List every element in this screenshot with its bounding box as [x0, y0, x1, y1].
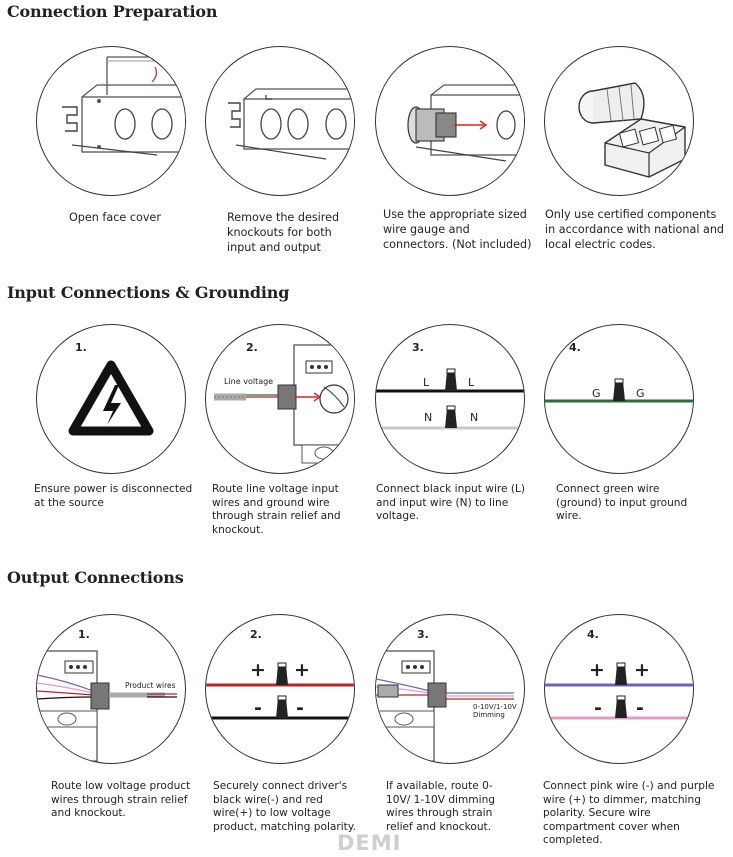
knockouts-illustration	[205, 46, 355, 196]
caption-remove-knockouts: Remove the desired knockouts for both in…	[227, 211, 340, 254]
step-number: 4.	[587, 628, 599, 641]
caption-certified-components: Only use certified components in accorda…	[545, 208, 725, 251]
step-number: 2.	[250, 628, 262, 641]
minus-sign-right: -	[296, 697, 304, 719]
minus-sign-left: -	[254, 697, 262, 719]
step-number: 1.	[75, 341, 87, 354]
plus-sign-left: +	[250, 659, 266, 681]
minus-sign-left: -	[594, 697, 602, 719]
step-number: 4.	[569, 341, 581, 354]
wire-nut-icon	[445, 405, 457, 428]
input-step-4-illustration: 4. G G	[544, 324, 694, 474]
wire-nut-icon	[615, 695, 627, 718]
wire-label-n-right: N	[470, 411, 479, 424]
input-step-3-illustration: 3. L L N N	[375, 324, 525, 474]
wire-label-n-left: N	[424, 411, 433, 424]
step-number: 2.	[246, 341, 258, 354]
open-cover-illustration	[36, 46, 186, 196]
caption-wire-gauge: Use the appropriate sized wire gauge and…	[383, 208, 532, 251]
lightning-icon	[103, 385, 121, 425]
caption-connect-green-ground: Connect green wire (ground) to input gro…	[556, 483, 688, 522]
input-step-2-illustration: 2. Line voltage	[205, 324, 355, 474]
caption-connect-dimmer: Connect pink wire (-) and purple wire (+…	[543, 780, 715, 846]
step-number: 3.	[417, 628, 429, 641]
caption-route-dimming-wires: If available, route 0-10V/ 1-10V dimming…	[386, 780, 496, 833]
output-step-1-illustration: 1. Product wires	[36, 614, 186, 764]
caption-power-disconnected: Ensure power is disconnected at the sour…	[34, 483, 193, 509]
dimming-label: 0-10V/1-10V Dimming	[473, 703, 517, 719]
plus-sign-left: +	[589, 659, 605, 681]
caption-connect-driver-wires: Securely connect driver's black wire(-) …	[213, 780, 356, 833]
input-step-1-illustration: 1.	[36, 324, 186, 474]
certified-components-illustration	[544, 46, 694, 196]
step-number: 3.	[412, 341, 424, 354]
section-title-input-connections: Input Connections & Grounding	[7, 283, 290, 302]
product-wires-label: Product wires	[125, 681, 176, 690]
wire-nut-icon	[615, 662, 627, 685]
section-title-output-connections: Output Connections	[7, 568, 184, 587]
output-step-4-illustration: 4. + + - -	[544, 614, 694, 764]
caption-route-low-voltage: Route low voltage product wires through …	[51, 780, 191, 819]
section-title-connection-preparation: Connection Preparation	[7, 2, 218, 21]
wire-label-g-left: G	[592, 387, 601, 400]
minus-sign-right: -	[636, 697, 644, 719]
step-number: 1.	[78, 628, 90, 641]
caption-connect-black-input: Connect black input wire (L) and input w…	[376, 483, 526, 522]
line-voltage-label: Line voltage	[224, 377, 274, 386]
wire-gauge-illustration	[375, 46, 525, 196]
plus-sign-right: +	[634, 659, 650, 681]
output-step-3-illustration: 3. 0-10V/1-10V Dimming	[375, 614, 525, 764]
caption-route-line-voltage: Route line voltage input wires and groun…	[212, 483, 341, 536]
wire-nut-icon	[276, 695, 288, 718]
wire-nut-icon	[613, 378, 625, 401]
wire-label-l-left: L	[423, 376, 430, 389]
plus-sign-right: +	[294, 659, 310, 681]
wire-label-l-right: L	[468, 376, 475, 389]
wire-nut-icon	[276, 662, 288, 685]
wire-label-g-right: G	[636, 387, 645, 400]
watermark-logo: DEMI	[337, 831, 402, 855]
output-step-2-illustration: 2. + + - -	[205, 614, 355, 764]
wire-nut-icon	[445, 368, 457, 391]
caption-open-face-cover: Open face cover	[69, 211, 161, 224]
